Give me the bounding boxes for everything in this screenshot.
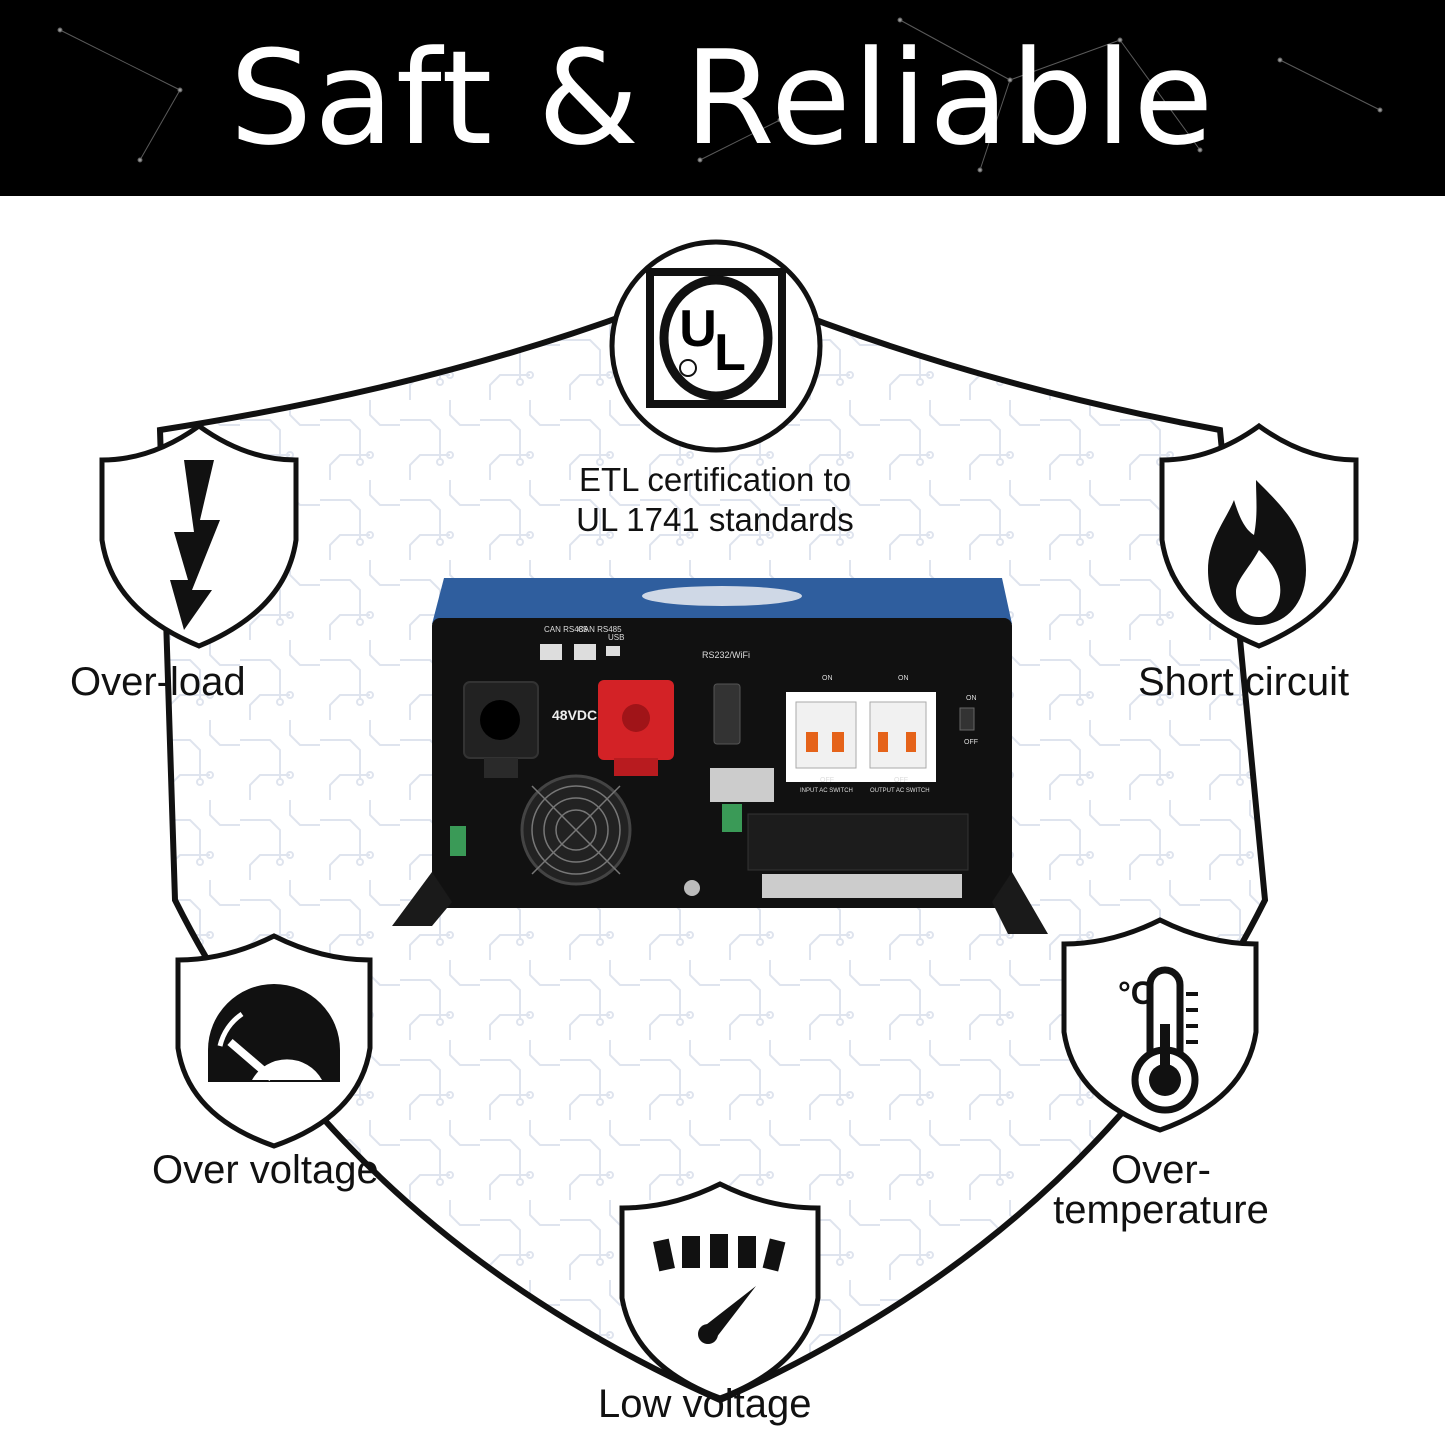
over-temperature-shield: °C: [1061, 917, 1259, 1133]
header-banner: Saft & Reliable: [0, 0, 1445, 196]
svg-text:U: U: [679, 300, 717, 358]
over-temperature-label: Over- temperature: [1036, 1150, 1286, 1230]
low-voltage-label: Low voltage: [598, 1382, 812, 1426]
certification-line2: UL 1741 standards: [576, 500, 854, 538]
over-voltage-label: Over voltage: [152, 1148, 379, 1192]
low-voltage-shield: [619, 1181, 821, 1401]
lightning-icon: [170, 460, 220, 630]
over-temperature-line1: Over-: [1111, 1148, 1211, 1192]
on1-label: ON: [822, 675, 833, 682]
power-on-label: ON: [966, 695, 977, 702]
over-temperature-line2: temperature: [1053, 1188, 1269, 1232]
thermometer-icon: °C: [1118, 966, 1199, 1114]
constellation-background: [57, 17, 1383, 173]
usb-label: USB: [608, 633, 624, 642]
gauge-icon: [208, 984, 340, 1082]
port2-label: CAN RS485: [578, 625, 622, 634]
banner-title: Saft & Reliable: [229, 22, 1216, 174]
ul-logo-icon: U L: [609, 239, 823, 453]
rs232-label: RS232/WiFi: [702, 650, 750, 660]
short-circuit-label: Short circuit: [1138, 660, 1350, 704]
off2-label: OFF: [894, 777, 908, 784]
svg-text:L: L: [714, 324, 746, 382]
dc-label: 48VDC: [552, 707, 597, 723]
certification-caption: ETL certification to UL 1741 standards: [520, 460, 910, 539]
over-voltage-shield: [175, 933, 373, 1149]
power-off-label: OFF: [964, 739, 978, 746]
low-voltage-gauge-icon: [653, 1234, 786, 1344]
inverter-device: CAN RS485 CAN RS485 USB RS232/WiFi 48VDC…: [392, 578, 1048, 934]
flame-icon: [1208, 480, 1306, 625]
short-circuit-shield: [1159, 422, 1359, 649]
port1-label: CAN RS485: [544, 625, 588, 634]
certification-line1: ETL certification to: [578, 461, 852, 498]
on2-label: ON: [898, 675, 909, 682]
over-load-label: Over-load: [70, 660, 246, 704]
over-load-shield: [99, 422, 299, 649]
output-switch-label: OUTPUT AC SWITCH: [870, 788, 930, 794]
input-switch-label: INPUT AC SWITCH: [800, 788, 853, 794]
off1-label: OFF: [820, 777, 834, 784]
